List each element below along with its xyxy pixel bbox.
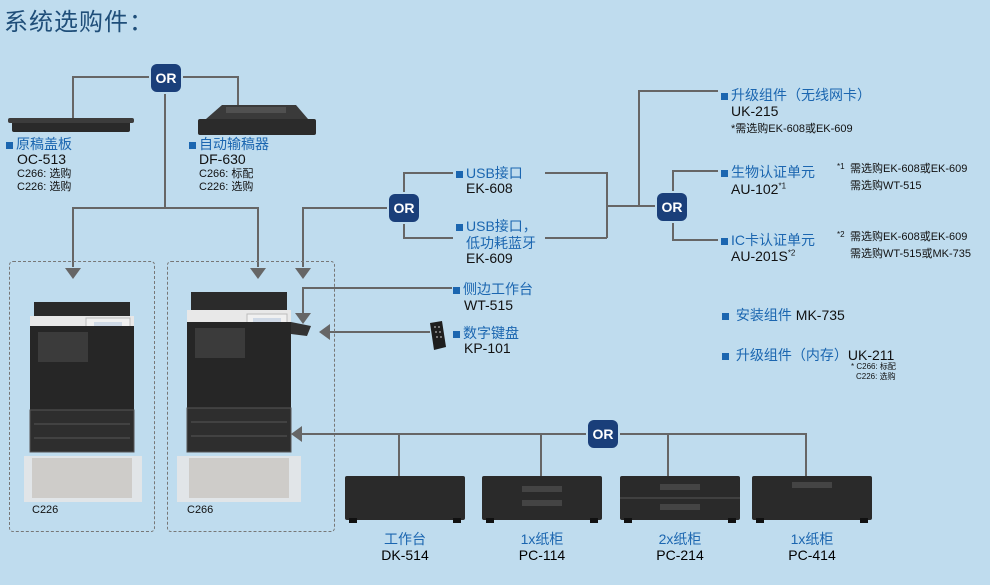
df-note: C226: 选购 [199, 181, 254, 193]
or-badge: OR [588, 420, 618, 448]
connector-line [302, 207, 304, 267]
connector-line [638, 90, 640, 206]
au102-mark: *1 [837, 162, 845, 171]
connector-line [403, 237, 453, 239]
printer-c266-image [177, 292, 311, 502]
arrow-left-icon [319, 324, 330, 340]
connector-line [638, 90, 718, 92]
oc-code: OC-513 [17, 151, 67, 167]
machine-c266-frame [167, 261, 335, 532]
or-badge: OR [389, 194, 419, 222]
df-note: C266: 标配 [199, 168, 254, 180]
printer-c226-image [24, 302, 142, 502]
connector-line [257, 207, 259, 267]
au201-note: 需选购WT-515或MK-735 [850, 248, 972, 260]
uk211-note: * C266: 标配 [851, 362, 896, 371]
oc-note: C266: 选购 [17, 168, 72, 180]
cabinet-code: PC-114 [518, 547, 566, 563]
connector-line [398, 433, 400, 477]
wt-code: WT-515 [464, 297, 514, 313]
arrow-left-icon [291, 426, 302, 442]
document-feeder-image [198, 105, 316, 135]
kp-code: KP-101 [464, 340, 511, 356]
au201-mark: *2 [837, 230, 845, 239]
connector-line [805, 433, 807, 477]
connector-line [302, 207, 390, 209]
cabinet-pc114-image [482, 476, 602, 523]
df-code: DF-630 [199, 151, 246, 167]
cabinet-pc214-image [620, 476, 740, 523]
uk211-label: 升级组件（内存）UK-211 [722, 345, 894, 365]
cabinet-name: 工作台 [384, 531, 426, 547]
machine-c226-frame [9, 261, 155, 532]
arrow-down-icon [250, 268, 266, 279]
machine-c226-label: C226 [32, 504, 59, 516]
uk215-label: 升级组件（无线网卡） [721, 85, 871, 105]
connector-line [164, 90, 166, 207]
connector-line [302, 287, 304, 313]
arrow-down-icon [295, 268, 311, 279]
connector-line [667, 433, 669, 477]
original-cover-image [8, 118, 134, 132]
or-badge: OR [151, 64, 181, 92]
au102-note: 需选购WT-515 [850, 180, 922, 192]
cabinet-pc414-image [752, 476, 872, 523]
mk735-label: 安装组件 MK-735 [722, 305, 845, 325]
uk215-note: *需选购EK-608或EK-609 [731, 123, 853, 135]
connector-line [72, 76, 74, 118]
arrow-down-icon [295, 313, 311, 324]
cabinet-code: PC-414 [788, 547, 836, 563]
usb-label: USB接口 [456, 163, 523, 183]
au201-code: AU-201S*2 [731, 248, 796, 264]
connector-line [330, 331, 430, 333]
connector-line [237, 76, 239, 106]
arrow-down-icon [65, 268, 81, 279]
connector-line [672, 170, 718, 172]
cabinet-code: PC-214 [656, 547, 704, 563]
au102-note: 需选购EK-608或EK-609 [850, 163, 968, 175]
uk215-code: UK-215 [731, 103, 779, 119]
cabinet-name: 1x纸柜 [790, 531, 834, 547]
au102-code: AU-102*1 [731, 181, 787, 197]
connector-line [72, 207, 74, 267]
usb-bt-code: EK-609 [466, 250, 513, 266]
usb-bt-label: USB接口， [456, 216, 537, 236]
cabinet-name: 1x纸柜 [520, 531, 564, 547]
au201-label: IC卡认证单元 [721, 230, 815, 250]
connector-line [72, 207, 259, 209]
kp-label: 数字键盘 [453, 323, 519, 343]
df-label: 自动输稿器 [189, 134, 269, 154]
uk211-note: C226: 选购 [856, 372, 896, 381]
connector-line [403, 172, 453, 174]
cabinet-name: 2x纸柜 [658, 531, 702, 547]
connector-line [540, 433, 542, 477]
connector-line [672, 239, 718, 241]
oc-label: 原稿盖板 [6, 134, 72, 154]
wt-label: 侧边工作台 [453, 279, 533, 299]
usb-code: EK-608 [466, 180, 513, 196]
page-title: 系统选购件： [4, 9, 154, 36]
au201-note: 需选购EK-608或EK-609 [850, 231, 968, 243]
cabinet-dk514-image [345, 476, 465, 523]
au102-label: 生物认证单元 [721, 162, 815, 182]
or-badge: OR [657, 193, 687, 221]
connector-line [302, 287, 452, 289]
keypad-image [430, 321, 446, 350]
machine-c266-label: C266 [187, 504, 214, 516]
usb-bt-label-2: 低功耗蓝牙 [466, 235, 536, 251]
connector-line [606, 205, 658, 207]
cabinet-code: DK-514 [381, 547, 429, 563]
oc-note: C226: 选购 [17, 181, 72, 193]
connector-line [545, 237, 607, 239]
connector-line [545, 172, 607, 174]
